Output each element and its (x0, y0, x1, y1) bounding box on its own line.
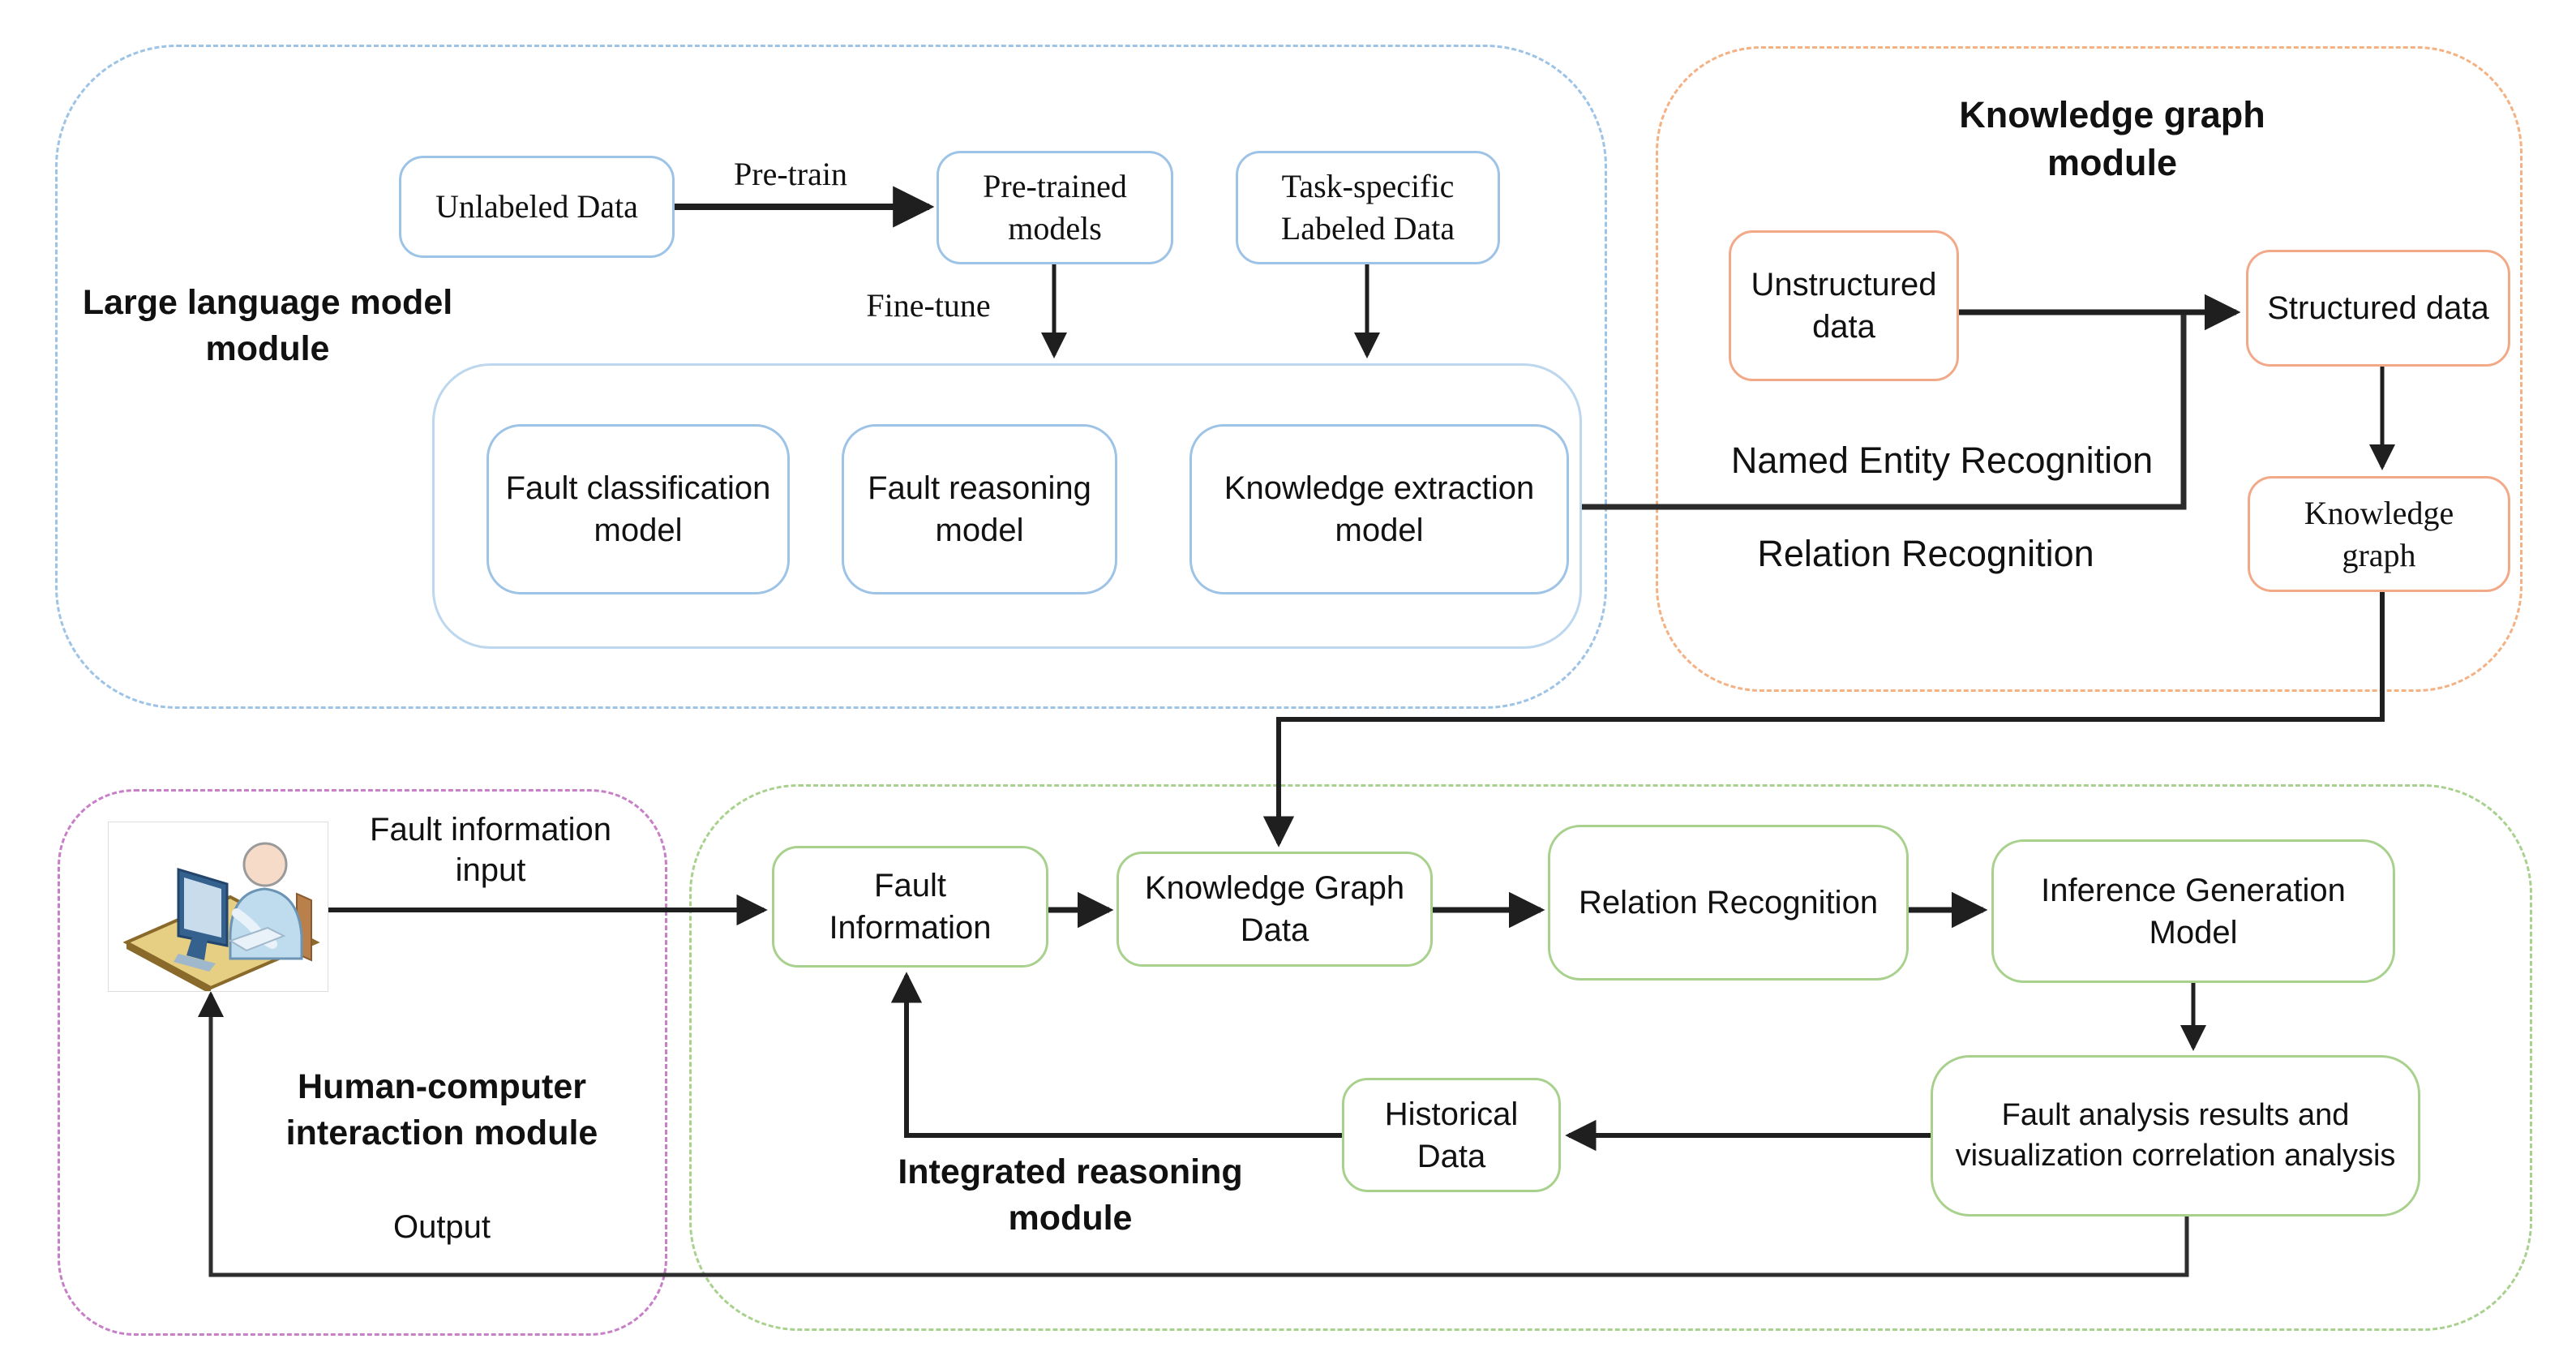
pretrain-label: Pre-train (701, 154, 880, 195)
fault-analysis-results-box: Fault analysis results and visualization… (1931, 1055, 2420, 1217)
named-entity-recognition-text: Named Entity Recognition (1730, 440, 2154, 481)
output-label-text: Output (392, 1209, 491, 1245)
knowledge-extraction-model-label: Knowledge extraction model (1224, 470, 1535, 548)
relation-recognition-box-label: Relation Recognition (1578, 885, 1879, 920)
arrow-output-loop-to-person (197, 990, 2189, 1277)
arrow-historical-to-fault-information (890, 972, 1342, 1138)
fault-information-input-label: Fault information input (357, 809, 624, 890)
relation-recognition-box: Relation Recognition (1548, 825, 1909, 981)
ir-module-title-line2: module (1008, 1198, 1133, 1238)
fault-analysis-results-label: Fault analysis results and visualization… (1955, 1098, 2396, 1173)
knowledge-graph-module-container (1656, 46, 2522, 692)
historical-data-box: Historical Data (1342, 1078, 1561, 1192)
knowledge-graph-label: Knowledge graph (2304, 494, 2454, 573)
pretrained-models-box: Pre-trained models (937, 151, 1173, 264)
llm-module-container (55, 45, 1607, 709)
fault-information-input-line2: input (455, 852, 526, 888)
relation-recognition-text: Relation Recognition (1757, 533, 2094, 574)
task-specific-data-box: Task-specific Labeled Data (1236, 151, 1500, 264)
kg-module-title-line2: module (2047, 142, 2177, 184)
fault-classification-model-box: Fault classification model (486, 424, 790, 594)
fault-reasoning-model-box: Fault reasoning model (842, 424, 1117, 594)
fault-information-box: Fault Information (772, 846, 1048, 968)
finetune-label: Fine-tune (839, 285, 1018, 326)
arrow-knowledge-graph-to-kg-data (1262, 592, 2385, 848)
historical-data-label: Historical Data (1384, 1096, 1519, 1174)
kg-module-title: Knowledge graph module (1905, 91, 2319, 187)
kg-module-title-line1: Knowledge graph (1959, 94, 2265, 135)
relation-recognition-label: Relation Recognition (1711, 531, 2141, 577)
pretrained-models-label: Pre-trained models (983, 168, 1127, 247)
llm-module-title-line1: Large language model (82, 283, 453, 322)
integrated-reasoning-module-container (689, 784, 2532, 1331)
inference-generation-model-label: Inference Generation Model (2041, 872, 2346, 950)
fault-classification-model-label: Fault classification model (505, 470, 771, 548)
fault-information-input-line1: Fault information (370, 812, 611, 848)
structured-data-label: Structured data (2267, 290, 2489, 326)
ir-module-title-line1: Integrated reasoning (898, 1152, 1243, 1191)
task-specific-data-label: Task-specific Labeled Data (1280, 168, 1455, 247)
unlabeled-data-box: Unlabeled Data (399, 156, 675, 258)
hci-module-title-line1: Human-computer (298, 1067, 586, 1106)
llm-module-title: Large language model module (65, 280, 470, 372)
finetune-label-text: Fine-tune (866, 287, 991, 324)
hci-module-title-line2: interaction module (285, 1113, 598, 1152)
inference-generation-model-box: Inference Generation Model (1991, 839, 2395, 983)
fault-information-label: Fault Information (829, 868, 992, 946)
hci-module-container (58, 789, 667, 1336)
output-label: Output (369, 1207, 515, 1247)
knowledge-graph-data-label: Knowledge Graph Data (1144, 870, 1405, 948)
unlabeled-data-label: Unlabeled Data (435, 188, 638, 225)
fault-reasoning-model-label: Fault reasoning model (868, 470, 1091, 548)
ir-module-title: Integrated reasoning module (880, 1149, 1261, 1242)
knowledge-graph-data-box: Knowledge Graph Data (1117, 852, 1433, 967)
line-knowledge-extraction-to-structured (1569, 315, 2187, 510)
named-entity-recognition-label: Named Entity Recognition (1711, 438, 2173, 483)
llm-module-title-line2: module (205, 328, 330, 368)
unstructured-data-box: Unstructured data (1729, 230, 1959, 381)
knowledge-graph-box: Knowledge graph (2248, 476, 2510, 592)
knowledge-extraction-model-box: Knowledge extraction model (1189, 424, 1569, 594)
person-at-computer-icon (108, 822, 328, 994)
pretrain-label-text: Pre-train (734, 156, 847, 192)
unstructured-data-label: Unstructured data (1751, 267, 1937, 345)
hci-module-title: Human-computer interaction module (259, 1064, 624, 1156)
structured-data-box: Structured data (2246, 250, 2510, 367)
